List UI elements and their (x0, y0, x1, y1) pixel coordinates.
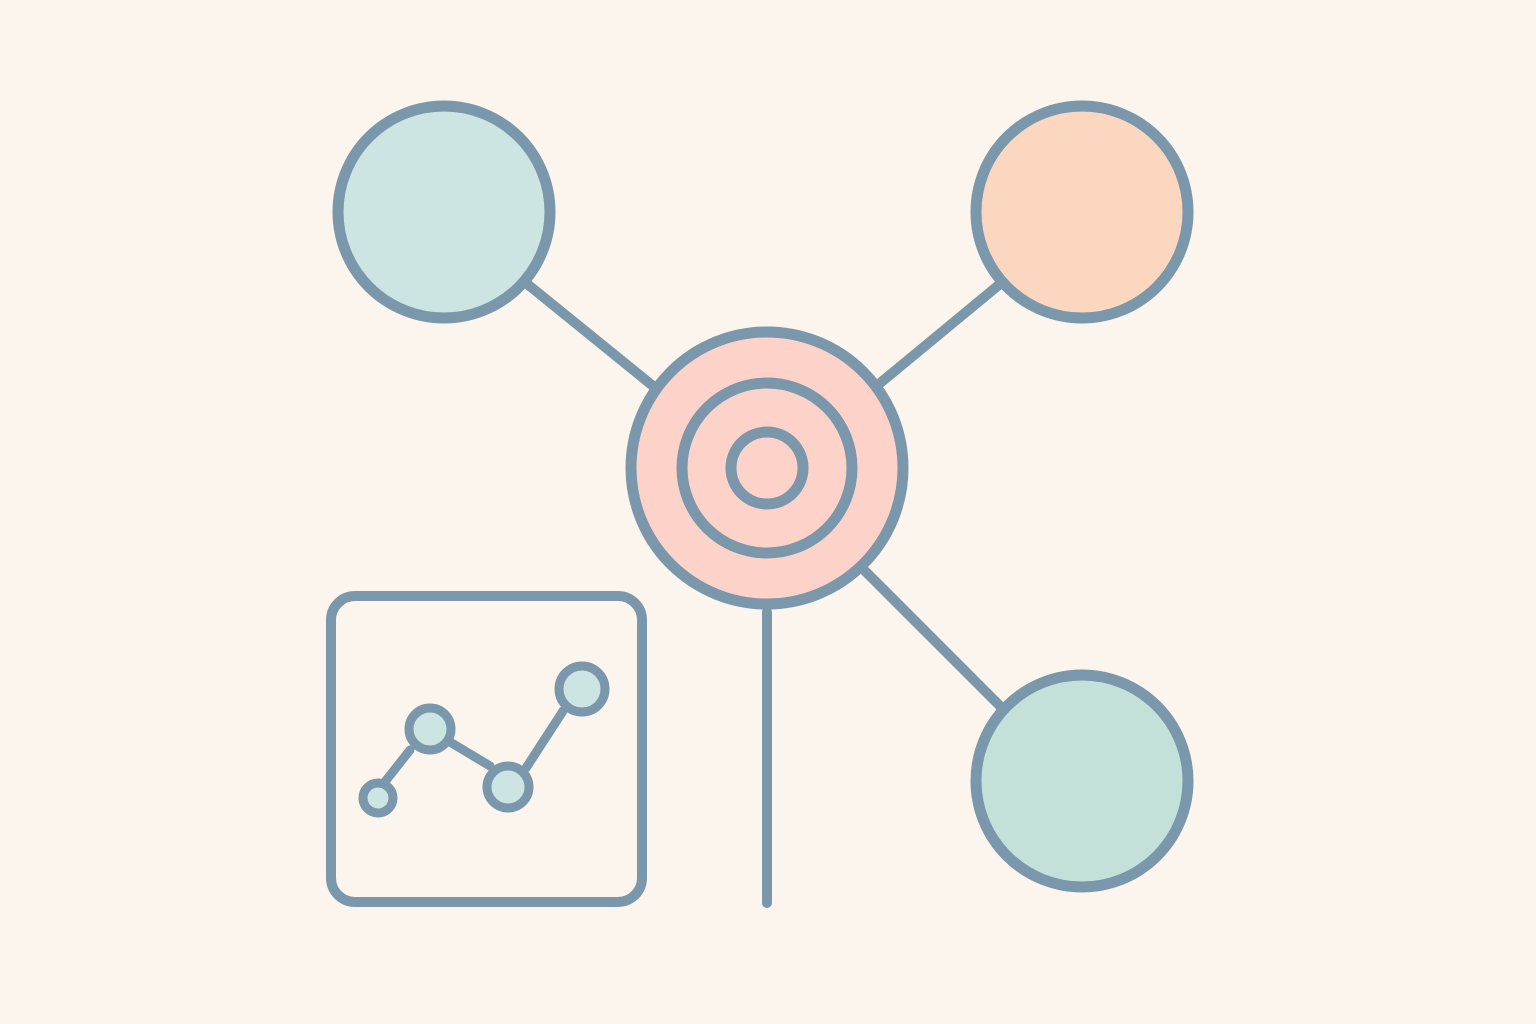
chart-segment-2 (445, 737, 495, 771)
chart-segment-1 (379, 745, 415, 788)
connectors (521, 278, 1005, 908)
chart-point-3 (482, 761, 534, 813)
chart-panel-frame (326, 591, 647, 907)
node-top-right-circle (970, 100, 1194, 324)
chart-point-4 (554, 661, 610, 717)
hub-inner-ring (725, 426, 809, 510)
connector-hub-to-bottom-right (860, 566, 1005, 711)
node-top-left-circle (332, 100, 556, 324)
chart-point-1 (358, 778, 398, 818)
target-icon (625, 326, 909, 610)
chart-segment-3 (521, 706, 568, 773)
connector-hub-to-top-right (874, 279, 1005, 389)
node-bottom-right-circle (970, 669, 1194, 893)
chart-trend-line (379, 706, 568, 788)
line-chart-icon (326, 591, 647, 907)
chart-point-2 (404, 703, 456, 755)
connector-hub-to-top-left (521, 278, 658, 391)
